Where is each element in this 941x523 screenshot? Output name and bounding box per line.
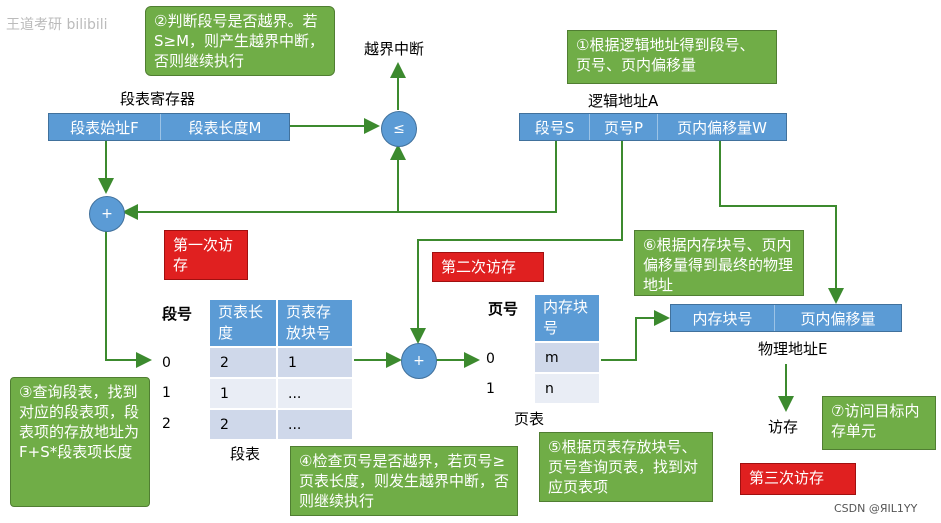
segtable-cell: ... [276,377,354,410]
arrow-s-to-plus [122,139,557,220]
compare-node: ≤ [381,111,417,147]
arrow-plus-to-segtable [105,230,152,368]
note-step2: ②判断段号是否越界。若S≥M，则产生越界中断，否则继续执行 [145,6,335,76]
segtable-cell: ... [276,408,354,441]
arrow-w-to-physical [719,139,844,304]
plus-node-segment: + [89,196,125,232]
logical-field-page: 页号P [590,114,658,140]
physical-address-title: 物理地址E [758,340,828,358]
csdn-watermark: CSDN @ЯIL1YY [834,502,918,515]
segtable-caption: 段表 [230,445,261,463]
arrow-m-to-physical [600,310,670,361]
logical-field-offset: 页内偏移量W [658,114,786,140]
segtable-col-label: 段号 [162,305,193,323]
table-row: n [533,372,601,405]
physical-address: 内存块号 页内偏移量 [670,304,902,332]
pagetable-col-label: 页号 [488,300,519,318]
segtable-header-block: 页表存放块号 [276,298,354,348]
segment-register-title: 段表寄存器 [120,90,196,108]
watermark: 王道考研 bilibili [6,17,108,33]
note-step4: ④检查页号是否越界，若页号≥页表长度，则发生越界中断，否则继续执行 [290,446,518,516]
table-row: m [533,341,601,374]
segtable-row-index: 0 [162,355,171,371]
pagetable-cell: n [533,372,601,405]
note-step6: ⑥根据内存块号、页内偏移量得到最终的物理地址 [634,230,804,296]
segtable-cell: 2 [208,346,278,379]
register-field-length: 段表长度M [161,114,289,140]
visit-third: 第三次访存 [740,463,856,495]
table-row: 2 ... [208,408,354,441]
segtable-header-len: 页表长度 [208,298,278,348]
note-step3: ③查询段表，找到对应的段表项，段表项的存放地址为F+S*段表项长度 [10,377,150,507]
register-field-base: 段表始址F [49,114,161,140]
visit-first: 第一次访存 [164,230,248,280]
pagetable-row-index: 0 [486,351,495,367]
segtable-cell: 1 [276,346,354,379]
access-label: 访存 [768,418,799,436]
segment-register: 段表始址F 段表长度M [48,113,290,141]
table-row: 1 ... [208,377,354,410]
segtable-cell: 1 [208,377,278,410]
interrupt-label: 越界中断 [364,40,425,58]
plus-node-page: + [401,343,437,379]
logical-field-segment: 段号S [520,114,590,140]
logical-address-title: 逻辑地址A [588,92,659,110]
arrow-p-to-plus2 [410,139,623,344]
visit-second: 第二次访存 [432,252,544,282]
page-table: 内存块号 m n [533,293,601,405]
segtable-row-index: 1 [162,385,171,401]
segment-table: 页表长度 页表存放块号 2 1 1 ... 2 ... [208,298,354,441]
pagetable-row-index: 1 [486,381,495,397]
table-row: 2 1 [208,346,354,379]
segtable-row-index: 2 [162,416,171,432]
physical-field-block: 内存块号 [671,305,775,331]
pagetable-header: 内存块号 [533,293,601,343]
note-step5: ⑤根据页表存放块号、页号查询页表，找到对应页表项 [539,432,713,502]
physical-field-offset: 页内偏移量 [775,305,901,331]
pagetable-cell: m [533,341,601,374]
pagetable-caption: 页表 [514,410,545,428]
segtable-cell: 2 [208,408,278,441]
note-step7: ⑦访问目标内存单元 [822,396,936,450]
logical-address: 段号S 页号P 页内偏移量W [519,113,787,141]
note-step1: ①根据逻辑地址得到段号、页号、页内偏移量 [567,30,777,84]
